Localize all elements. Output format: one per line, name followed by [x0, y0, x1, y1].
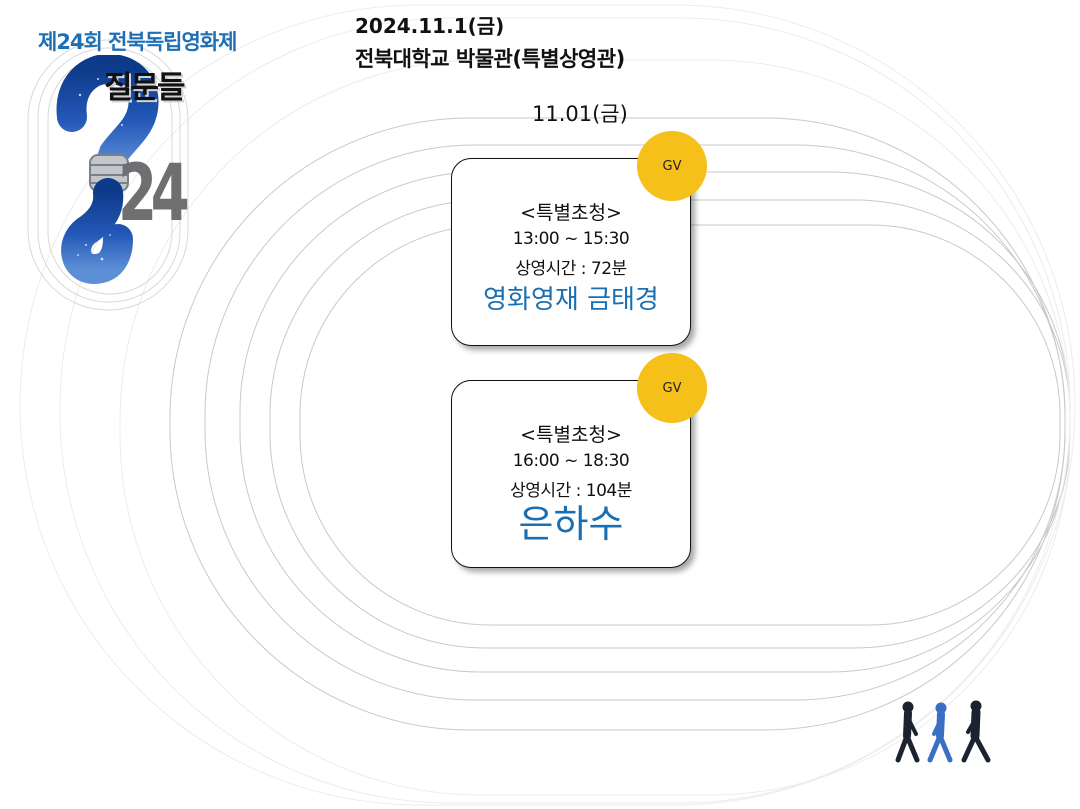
screening-runtime: 상영시간 : 104분 [510, 481, 632, 501]
screening-category: <특별초청> [520, 424, 622, 446]
logo-number: 24 [118, 149, 190, 239]
event-date: 2024.11.1(금) [355, 14, 505, 38]
screening-time: 16:00 ~ 18:30 [512, 451, 630, 471]
film-title: 은하수 [518, 502, 624, 546]
screening-runtime: 상영시간 : 72분 [515, 259, 627, 279]
screening-card: GV <특별초청> 13:00 ~ 15:30 상영시간 : 72분 영화영재 … [451, 131, 707, 346]
film-title: 영화영재 금태경 [483, 285, 659, 315]
question-mark-logo-icon [56, 55, 159, 285]
walking-people-icon [895, 700, 991, 763]
gv-badge: GV [637, 131, 707, 201]
screening-card: GV <특별초청> 16:00 ~ 18:30 상영시간 : 104분 은하수 [451, 353, 707, 568]
festival-title: 제24회 전북독립영화제 [38, 30, 237, 54]
day-label: 11.01(금) [532, 102, 628, 126]
screening-category: <특별초청> [520, 202, 622, 224]
screening-time: 13:00 ~ 15:30 [512, 229, 630, 249]
gv-badge: GV [637, 353, 707, 423]
logo-subtitle: 질문들 [104, 70, 186, 106]
venue: 전북대학교 박물관(특별상영관) [355, 47, 625, 71]
